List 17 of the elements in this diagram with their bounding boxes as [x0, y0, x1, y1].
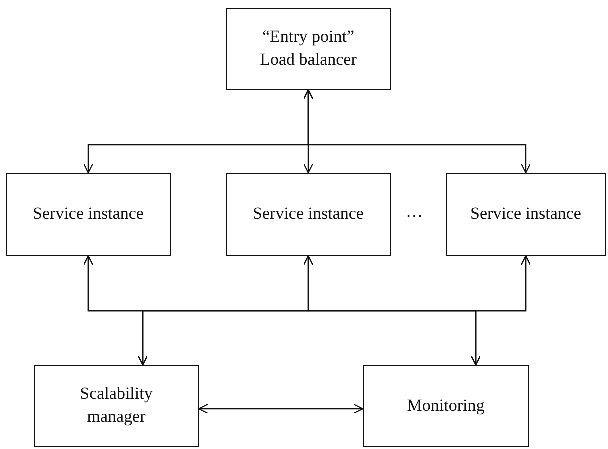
process-box: [446, 173, 606, 256]
box-label: Service instance: [33, 203, 144, 226]
connector-arrow: [470, 255, 532, 366]
ellipsis-label: …: [406, 202, 423, 222]
process-box: [226, 173, 391, 256]
box-label: “Entry point”: [262, 26, 355, 48]
box-label: Load balancer: [260, 49, 357, 71]
process-box: [226, 8, 391, 90]
process-box: [363, 365, 529, 447]
process-box: [6, 173, 171, 256]
box-label: Monitoring: [407, 394, 485, 417]
process-box: [34, 365, 199, 447]
connector-arrow: [303, 89, 532, 174]
box-label: Scalability manager: [79, 383, 154, 428]
connector-arrow: [198, 404, 364, 414]
box-label: Service instance: [253, 203, 364, 226]
box-label: Service instance: [470, 203, 582, 226]
